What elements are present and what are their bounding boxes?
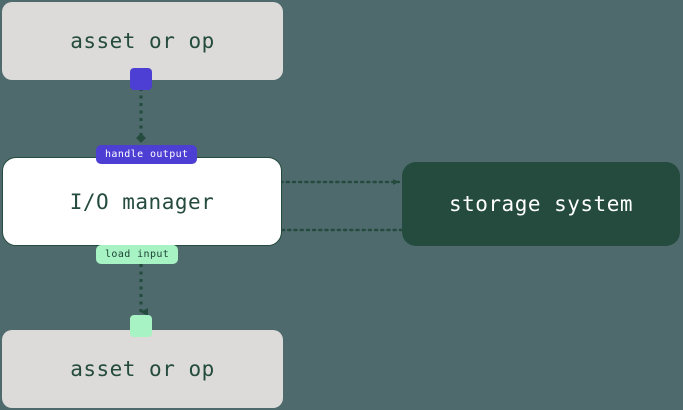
- node-io-manager[interactable]: I/O manager: [2, 157, 282, 246]
- edge-label-handle-output[interactable]: handle output: [96, 145, 198, 164]
- edge-label-load-input[interactable]: load input: [96, 245, 179, 264]
- node-storage-system[interactable]: storage system: [402, 162, 680, 246]
- edge-label-text: load input: [105, 249, 170, 260]
- node-label: I/O manager: [69, 189, 215, 214]
- node-asset-or-op-bottom[interactable]: asset or op: [2, 330, 283, 408]
- node-asset-or-op-top[interactable]: asset or op: [2, 2, 283, 80]
- node-label: asset or op: [70, 357, 215, 381]
- load-input-port-icon: [130, 315, 152, 337]
- node-label: asset or op: [70, 29, 215, 53]
- handle-output-port-icon: [130, 68, 152, 90]
- node-label: storage system: [448, 192, 633, 216]
- edge-label-text: handle output: [105, 149, 189, 160]
